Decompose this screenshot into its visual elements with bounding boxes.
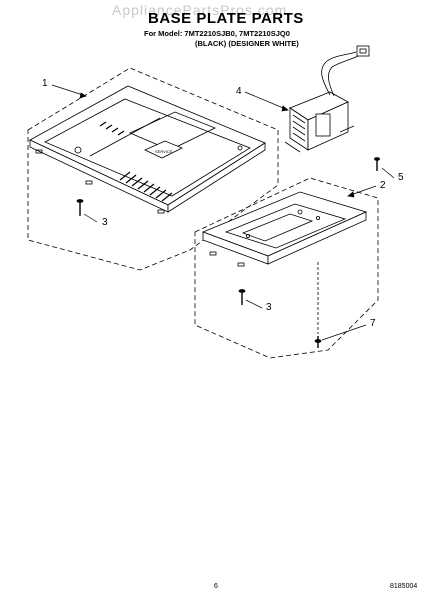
base-plate-part-1: SERVICE <box>29 85 266 214</box>
screw-part-7 <box>314 336 322 348</box>
transformer-part-4 <box>284 45 370 153</box>
callout-7: 7 <box>370 318 376 329</box>
base-plate-group-outline <box>27 67 279 271</box>
screw-part-5 <box>374 157 380 171</box>
watermark: AppliancePartsPros.com <box>112 2 288 18</box>
page-number: 6 <box>214 583 218 590</box>
page-title: BASE PLATE PARTS <box>148 10 304 27</box>
callout-1: 1 <box>42 78 48 89</box>
callout-4: 4 <box>236 86 242 97</box>
document-number: 8185004 <box>390 583 418 590</box>
model-numbers: For Model: 7MT2210SJB0, 7MT2210SJQ0 <box>144 29 290 38</box>
callout-3-left: 3 <box>102 217 108 228</box>
mounting-plate-group-outline <box>194 177 379 359</box>
screw-part-3-left <box>76 199 84 216</box>
callout-5: 5 <box>398 172 404 183</box>
leader-lines <box>51 84 395 341</box>
svg-text:SERVICE: SERVICE <box>155 149 173 154</box>
mounting-plate-part-2 <box>201 191 368 267</box>
callout-2: 2 <box>380 180 386 191</box>
color-variants: (BLACK) (DESIGNER WHITE) <box>195 39 299 48</box>
screw-part-3-right <box>238 289 246 305</box>
callout-3-right: 3 <box>266 302 272 313</box>
